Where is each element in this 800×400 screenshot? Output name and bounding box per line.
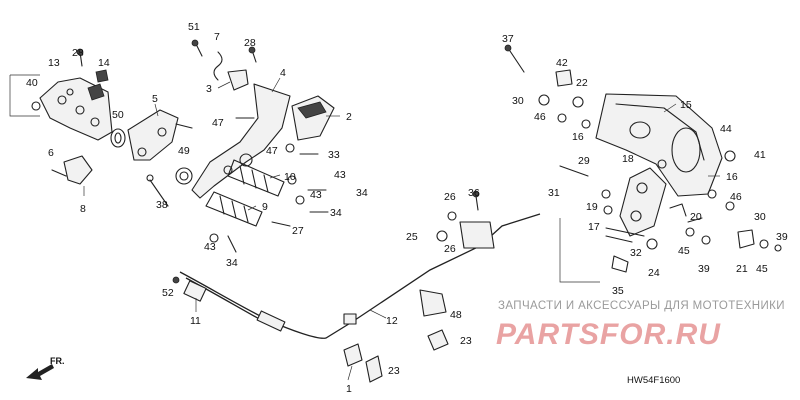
cable-assembly	[172, 190, 541, 383]
callout-29: 29	[578, 155, 590, 167]
callout-32: 32	[630, 247, 642, 259]
callout-44: 44	[720, 123, 732, 135]
callout-43c: 43	[204, 241, 216, 253]
callout-45b: 45	[756, 263, 768, 275]
callout-33: 33	[328, 149, 340, 161]
callout-5: 5	[152, 93, 158, 105]
callout-6: 6	[48, 147, 54, 159]
callout-38: 38	[156, 199, 168, 211]
callout-26: 26	[444, 191, 456, 203]
callout-34b: 34	[330, 207, 342, 219]
callout-25: 25	[406, 231, 418, 243]
callout-40: 40	[26, 77, 38, 89]
callout-31: 31	[548, 187, 560, 199]
watermark-logo: PARTSFOR.RU	[496, 318, 721, 351]
callout-36: 36	[468, 187, 480, 199]
callout-15: 15	[680, 99, 692, 111]
bracket-group-left	[9, 48, 193, 207]
callout-41: 41	[754, 149, 766, 161]
callout-28: 28	[72, 47, 84, 59]
callout-16b: 16	[726, 171, 738, 183]
callout-45: 45	[678, 245, 690, 257]
callout-21: 21	[736, 263, 748, 275]
callout-23: 23	[460, 335, 472, 347]
callout-39b: 39	[776, 231, 788, 243]
callout-11: 11	[190, 315, 201, 327]
callout-47: 47	[212, 117, 224, 129]
callout-23b: 23	[388, 365, 400, 377]
callout-28b: 28	[244, 37, 256, 49]
pedal-group	[191, 39, 335, 253]
callout-1: 1	[346, 383, 352, 395]
callout-27: 27	[292, 225, 304, 237]
leader-lines	[83, 77, 720, 381]
callout-47b: 47	[266, 145, 278, 157]
callout-39: 39	[698, 263, 710, 275]
callout-43: 43	[334, 169, 346, 181]
callout-7: 7	[214, 31, 220, 43]
callout-13: 13	[48, 57, 60, 69]
callout-49: 49	[178, 145, 190, 157]
callout-22: 22	[576, 77, 588, 89]
callout-10: 10	[284, 171, 296, 183]
callout-50: 50	[112, 109, 124, 121]
callout-30b: 30	[754, 211, 766, 223]
callout-3: 3	[206, 83, 212, 95]
diagram-code: HW54F1600	[627, 375, 681, 386]
callout-30: 30	[512, 95, 524, 107]
callout-labels: 1 2 3 4 5 6 7 8 9 10 11 12 13 14 15 16 1…	[26, 21, 788, 395]
callout-16: 16	[572, 131, 584, 143]
callout-14: 14	[98, 57, 110, 69]
front-direction-label: FR.	[50, 356, 65, 366]
callout-12: 12	[386, 315, 398, 327]
callout-51: 51	[188, 21, 200, 33]
caliper-group-right	[504, 44, 782, 283]
callout-18: 18	[622, 153, 634, 165]
callout-34c: 34	[226, 257, 238, 269]
callout-9: 9	[262, 201, 268, 213]
callout-42: 42	[556, 57, 568, 69]
callout-19: 19	[586, 201, 598, 213]
callout-17: 17	[588, 221, 600, 233]
callout-46b: 46	[730, 191, 742, 203]
callout-48: 48	[450, 309, 462, 321]
callout-43b: 43	[310, 189, 322, 201]
callout-37: 37	[502, 33, 514, 45]
callout-8: 8	[80, 203, 86, 215]
callout-4: 4	[280, 67, 286, 79]
callout-46: 46	[534, 111, 546, 123]
callout-52: 52	[162, 287, 174, 299]
callout-26b: 26	[444, 243, 456, 255]
callout-35: 35	[612, 285, 624, 297]
front-direction-arrow: FR.	[26, 356, 65, 380]
callout-2: 2	[346, 111, 352, 123]
callout-24: 24	[648, 267, 660, 279]
callout-20: 20	[690, 211, 702, 223]
watermark-caption: ЗАПЧАСТИ И АКСЕССУАРЫ ДЛЯ МОТОТЕХНИКИ	[498, 300, 785, 312]
callout-34: 34	[356, 187, 368, 199]
